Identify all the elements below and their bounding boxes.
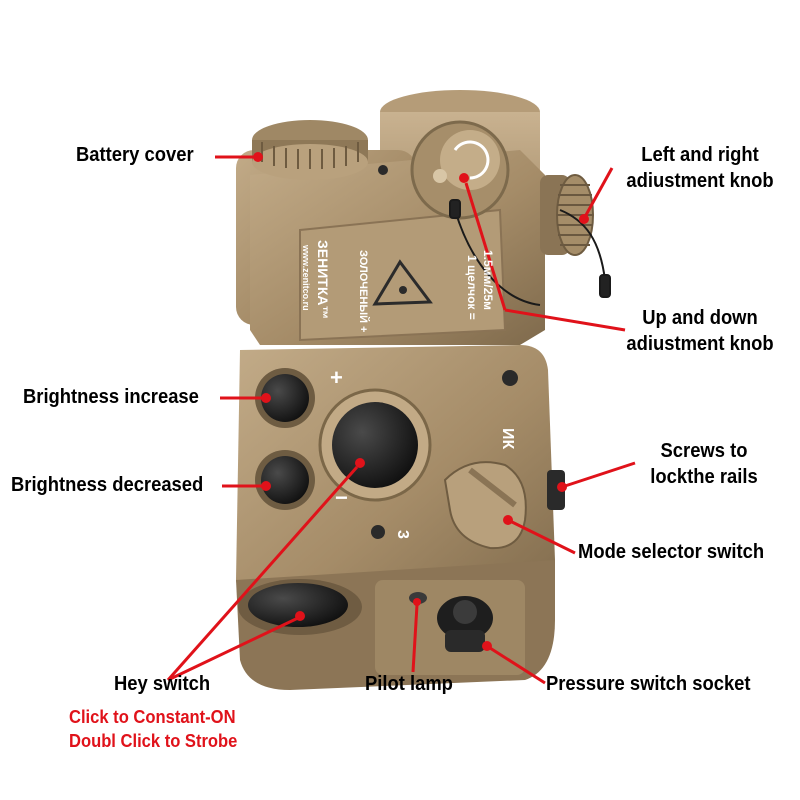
laser-warning-icon [372, 259, 433, 306]
screws-label-line1: Screws to [660, 440, 748, 462]
brand-marking: ЗЕНИТКА™ [315, 240, 331, 320]
spec-line2-marking: 1.5мм/25м [481, 250, 495, 310]
callout-lines [166, 152, 636, 685]
brightness-decreased-label: Brightness decreased [11, 474, 204, 496]
pressure-socket-label: Pressure switch socket [546, 673, 751, 695]
mode-selector-label: Mode selector switch [578, 541, 765, 563]
lr-knob-label-line2: adiustment knob [626, 170, 774, 192]
pressure-switch-socket [437, 596, 493, 652]
hey-switch-button [238, 579, 362, 635]
lr-knob-label-line1: Left and right [641, 144, 759, 166]
website-marking: www.zenitco.ru [301, 244, 311, 311]
brightness-increase-label: Brightness increase [23, 386, 199, 408]
plus-marking: + [330, 365, 343, 390]
main-activation-button [318, 388, 432, 502]
left-right-knob [540, 174, 594, 256]
model-marking: ЗОЛОЧЕНЫЙ + [357, 250, 370, 332]
battery-cover-label: Battery cover [76, 144, 194, 166]
mode-3-marking: 3 [394, 530, 411, 539]
rail-screw [547, 470, 565, 510]
screws-label-line2: lockthe rails [650, 466, 758, 488]
device-markings: ЗЕНИТКА™ www.zenitco.ru ЗОЛОЧЕНЫЙ + 1 ще… [301, 240, 516, 539]
note-constant-on: Click to Constant-ON [69, 707, 236, 727]
ik-marking: ИК [499, 428, 516, 450]
hey-switch-label: Hey switch [114, 673, 211, 695]
battery-cover-knob [252, 120, 368, 180]
brightness-buttons [255, 368, 315, 510]
upper-housing [236, 90, 545, 345]
up-down-knob [410, 120, 510, 220]
ud-knob-label-line1: Up and down [642, 307, 758, 329]
screw-icons [371, 165, 518, 539]
ud-knob-label-line2: adiustment knob [626, 333, 774, 355]
spec-line1-marking: 1 щелчок = [465, 255, 479, 320]
pilot-lamp-label: Pilot lamp [365, 673, 453, 695]
minus-marking: − [335, 485, 348, 510]
tether-cables [449, 199, 611, 306]
mode-selector-lever [443, 461, 527, 550]
note-strobe: Doubl Click to Strobe [69, 731, 238, 751]
